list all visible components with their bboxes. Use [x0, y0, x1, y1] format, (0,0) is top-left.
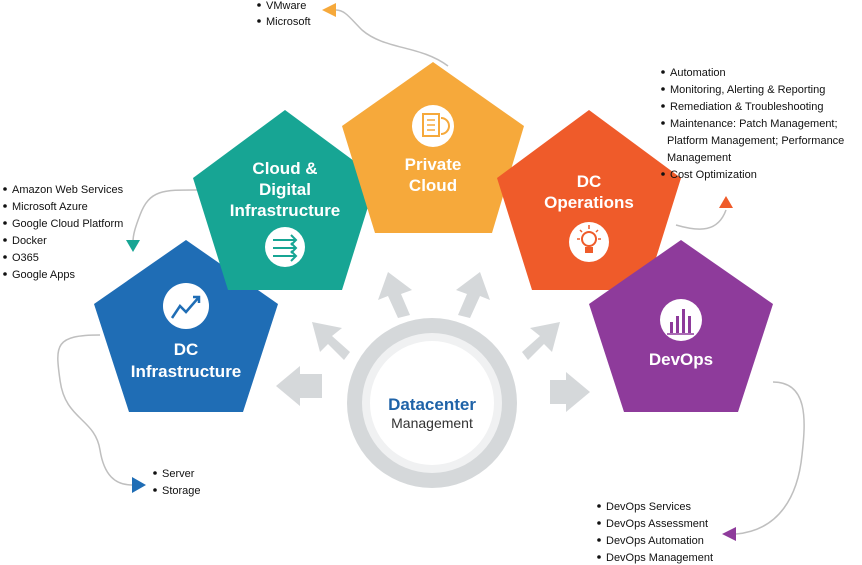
list-item: Automation — [670, 67, 726, 79]
node-private-cloud-line2: Cloud — [409, 176, 457, 195]
connector-devops — [735, 381, 805, 535]
connector-cloud-digital — [132, 189, 206, 243]
hub-arrow-up-left — [378, 272, 412, 318]
hub-arrow-up-right — [456, 272, 490, 318]
list-item: Docker — [12, 235, 47, 247]
list-item: VMware — [266, 0, 306, 12]
list-item: Platform Management; Performance — [667, 135, 844, 147]
lightbulb-icon — [569, 222, 609, 262]
list-item: Management — [667, 152, 731, 164]
hub-arrows — [276, 272, 590, 412]
connectors — [57, 9, 805, 535]
connector-dc-infrastructure — [57, 334, 133, 486]
hub-arrow-right — [550, 372, 590, 412]
list-item: O365 — [12, 252, 39, 264]
list-dc-infrastructure: Server Storage — [153, 468, 201, 497]
node-dc-infrastructure-line1: DC — [174, 340, 199, 359]
transfer-arrows-icon — [265, 227, 305, 267]
pentagon-cloud-digital — [193, 110, 377, 290]
node-cloud-digital: Cloud & Digital Infrastructure — [193, 110, 377, 290]
document-cloud-icon — [412, 105, 454, 147]
list-item: Google Apps — [12, 269, 75, 281]
list-item: Server — [162, 468, 195, 480]
hub-subtitle: Management — [391, 415, 473, 431]
connector-arrowheads — [126, 3, 736, 541]
node-devops-line1: DevOps — [649, 350, 713, 369]
node-dc-operations: DC Operations — [497, 110, 681, 290]
list-item: Amazon Web Services — [12, 184, 124, 196]
node-dc-operations-line2: Operations — [544, 193, 634, 212]
list-cloud-digital: Amazon Web Services Microsoft Azure Goog… — [3, 184, 124, 281]
hub-title: Datacenter — [388, 395, 476, 414]
arrowhead-cloud-digital — [126, 240, 140, 252]
list-item: Monitoring, Alerting & Reporting — [670, 84, 825, 96]
list-dc-operations: Automation Monitoring, Alerting & Report… — [661, 67, 844, 181]
hub-arrow-upper-right — [522, 322, 560, 360]
hub-arrow-left — [276, 366, 322, 406]
list-item: DevOps Management — [606, 552, 713, 564]
node-cloud-digital-line2: Digital — [259, 180, 311, 199]
node-private-cloud: Private Cloud — [342, 62, 524, 233]
bar-chart-icon — [660, 299, 702, 341]
list-item: DevOps Assessment — [606, 518, 708, 530]
node-dc-infrastructure-line2: Infrastructure — [131, 362, 242, 381]
connector-private-cloud — [335, 9, 449, 67]
hub-arrow-upper-left — [312, 322, 350, 360]
trend-chart-icon — [163, 283, 209, 329]
node-cloud-digital-line1: Cloud & — [252, 159, 317, 178]
list-item: Cost Optimization — [670, 169, 757, 181]
hub: Datacenter Management — [347, 318, 517, 488]
pentagon-dc-operations — [497, 110, 681, 290]
list-item: Remediation & Troubleshooting — [670, 101, 823, 113]
connector-dc-operations — [675, 209, 727, 230]
list-item: Microsoft — [266, 16, 311, 28]
list-devops: DevOps Services DevOps Assessment DevOps… — [597, 501, 713, 564]
node-private-cloud-line1: Private — [405, 155, 462, 174]
list-item: Microsoft Azure — [12, 201, 88, 213]
list-item: DevOps Services — [606, 501, 691, 513]
list-item: Storage — [162, 485, 201, 497]
node-dc-operations-line1: DC — [577, 172, 602, 191]
list-private-cloud: VMware Microsoft — [257, 0, 311, 28]
node-cloud-digital-line3: Infrastructure — [230, 201, 341, 220]
list-item: Maintenance: Patch Management; — [670, 118, 838, 130]
arrowhead-devops — [722, 527, 736, 541]
node-devops: DevOps — [589, 240, 773, 412]
arrowhead-private-cloud — [322, 3, 336, 17]
list-item: DevOps Automation — [606, 535, 704, 547]
arrowhead-dc-operations — [719, 196, 733, 208]
list-item: Google Cloud Platform — [12, 218, 123, 230]
pentagon-private-cloud — [342, 62, 524, 233]
arrowhead-dc-infrastructure — [132, 477, 146, 493]
hub-center — [370, 341, 494, 465]
